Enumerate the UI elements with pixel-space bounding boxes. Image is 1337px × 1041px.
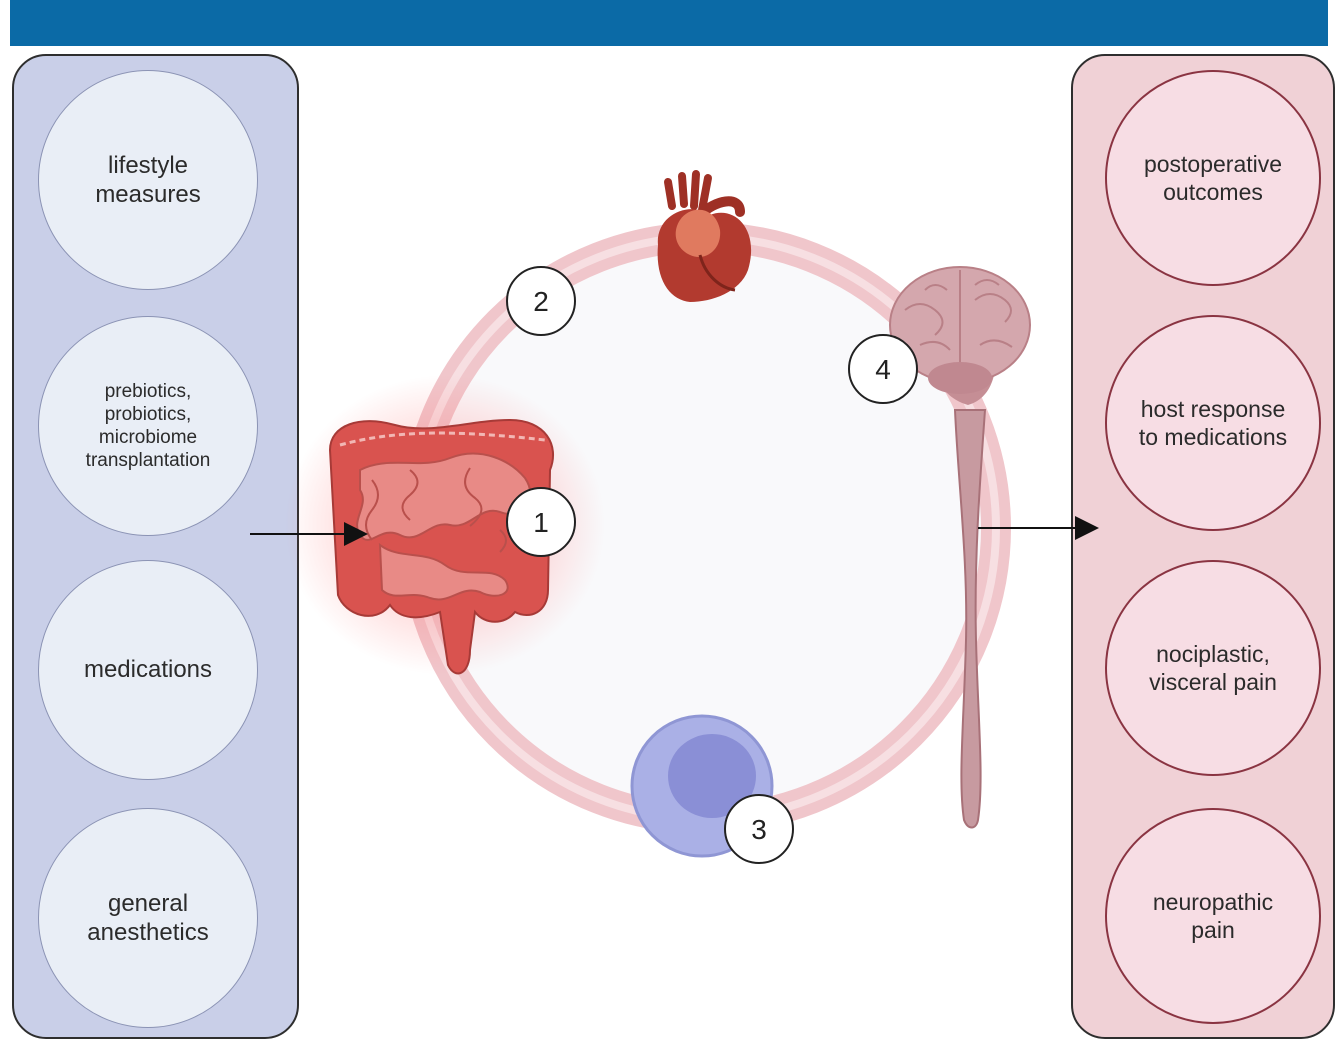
heart-icon bbox=[658, 174, 751, 302]
marker-2: 2 bbox=[507, 267, 575, 335]
svg-text:4: 4 bbox=[875, 354, 891, 385]
marker-4: 4 bbox=[849, 335, 917, 403]
svg-text:2: 2 bbox=[533, 286, 549, 317]
svg-text:1: 1 bbox=[533, 507, 549, 538]
marker-1: 1 bbox=[507, 488, 575, 556]
marker-3: 3 bbox=[725, 795, 793, 863]
svg-text:3: 3 bbox=[751, 814, 767, 845]
